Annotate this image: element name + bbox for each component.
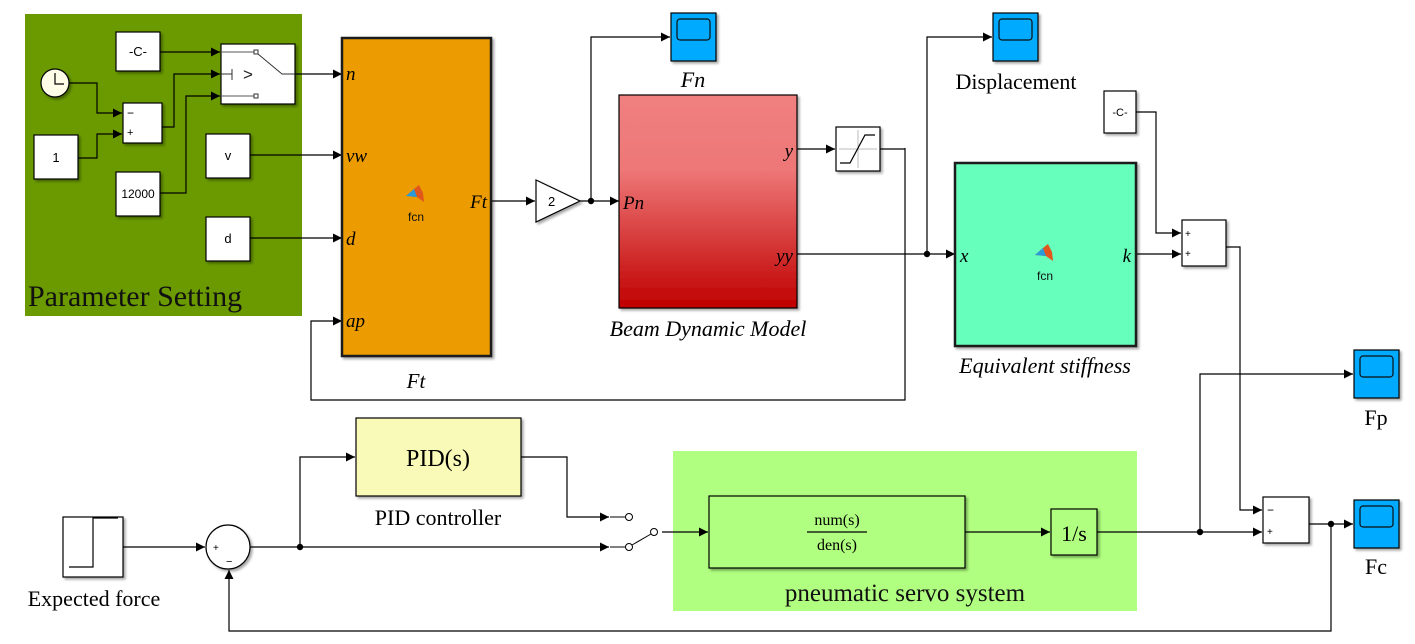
- constant-block-one[interactable]: 1: [33, 134, 79, 180]
- svg-text:+: +: [1267, 527, 1273, 538]
- sum-block-param[interactable]: − +: [122, 102, 163, 144]
- step-block[interactable]: [62, 516, 124, 578]
- svg-text:−: −: [226, 556, 232, 568]
- parameter-setting-label: Parameter Setting: [28, 280, 242, 313]
- gain-block[interactable]: 2: [535, 179, 582, 223]
- svg-text:d: d: [224, 231, 231, 246]
- clock-block[interactable]: [40, 68, 70, 98]
- sum-circle-block[interactable]: + −: [205, 524, 251, 570]
- scope-fn[interactable]: [670, 12, 717, 62]
- pid-controller-block[interactable]: PID(s): [355, 417, 522, 497]
- ft-function-block[interactable]: fcn n vw d ap Ft: [340, 36, 493, 358]
- svg-text:fcn: fcn: [1037, 269, 1053, 283]
- svg-text:>: >: [243, 65, 253, 84]
- scope-screen-icon: [998, 18, 1033, 41]
- svg-text:num(s): num(s): [814, 512, 859, 529]
- svg-text:k: k: [1123, 246, 1132, 267]
- junctions-top: [587, 197, 931, 258]
- wires-top: [68, 32, 1262, 515]
- scope-screen-icon: [676, 18, 711, 41]
- svg-text:PID(s): PID(s): [406, 446, 470, 472]
- svg-text:n: n: [346, 64, 356, 85]
- clock-icon: [54, 73, 64, 85]
- step-block-label: Expected force: [28, 586, 161, 611]
- sum-block-right-top[interactable]: + +: [1181, 219, 1227, 267]
- svg-text:1: 1: [52, 150, 59, 165]
- svg-text:−: −: [127, 106, 134, 120]
- equiv-stiffness-label: Equivalent stiffness: [958, 353, 1131, 378]
- scope-screen-icon: [1359, 505, 1394, 528]
- svg-text:-C-: -C-: [1112, 107, 1128, 119]
- svg-text:+: +: [213, 543, 219, 554]
- transfer-function-block[interactable]: num(s) den(s): [708, 495, 966, 569]
- scope-fn-label: Fn: [680, 67, 705, 92]
- manual-switch-icon: [610, 513, 658, 551]
- saturation-icon: [839, 130, 877, 168]
- svg-text:d: d: [346, 229, 356, 250]
- equivalent-stiffness-block[interactable]: fcn x k: [953, 161, 1138, 348]
- svg-text:+: +: [1185, 229, 1191, 240]
- svg-text:2: 2: [548, 194, 555, 209]
- svg-text:Ft: Ft: [469, 192, 488, 213]
- svg-text:y: y: [783, 141, 794, 162]
- beam-model-label: Beam Dynamic Model: [610, 316, 807, 341]
- scope-fc[interactable]: [1353, 499, 1400, 549]
- scope-displacement[interactable]: [992, 12, 1039, 62]
- wires-bottom: [123, 369, 1353, 632]
- svg-text:ap: ap: [346, 311, 365, 332]
- constant-block-12000[interactable]: 12000: [115, 171, 161, 217]
- svg-text:den(s): den(s): [817, 537, 857, 554]
- scope-displacement-label: Displacement: [956, 69, 1077, 94]
- junctions-bottom: [296, 520, 1335, 551]
- constant-block-c-right[interactable]: -C-: [1103, 90, 1137, 134]
- integrator-block[interactable]: 1/s: [1050, 508, 1098, 556]
- switch-block[interactable]: >: [220, 43, 296, 105]
- scope-fp-label: Fp: [1364, 405, 1387, 430]
- constant-block-c-top[interactable]: -C-: [115, 31, 161, 72]
- svg-text:v: v: [225, 148, 232, 163]
- svg-text:+: +: [1185, 249, 1191, 260]
- svg-text:yy: yy: [774, 246, 793, 267]
- saturation-block[interactable]: [835, 126, 881, 172]
- scope-fc-label: Fc: [1365, 554, 1387, 579]
- from-block-d[interactable]: d: [205, 216, 251, 262]
- svg-text:12000: 12000: [121, 187, 155, 201]
- scope-fp[interactable]: [1353, 349, 1400, 399]
- svg-text:Pn: Pn: [622, 193, 644, 214]
- matlab-logo-icon: [406, 185, 424, 202]
- from-block-v[interactable]: v: [205, 133, 251, 179]
- svg-text:fcn: fcn: [408, 210, 424, 224]
- svg-text:vw: vw: [346, 146, 367, 167]
- step-icon: [69, 517, 118, 568]
- pneumatic-servo-label: pneumatic servo system: [785, 580, 1026, 607]
- scope-screen-icon: [1359, 355, 1394, 378]
- svg-text:1/s: 1/s: [1061, 521, 1087, 546]
- svg-text:-C-: -C-: [129, 44, 147, 59]
- manual-switch-block[interactable]: [610, 513, 658, 551]
- beam-dynamic-model-block[interactable]: Pn y yy: [618, 94, 798, 309]
- pid-controller-label: PID controller: [375, 505, 502, 530]
- matlab-logo-icon: [1035, 244, 1053, 261]
- svg-text:x: x: [959, 246, 969, 267]
- ft-block-label: Ft: [406, 369, 427, 393]
- svg-text:−: −: [1267, 503, 1274, 517]
- svg-text:+: +: [127, 127, 133, 139]
- sum-block-right-bottom[interactable]: − +: [1262, 496, 1310, 544]
